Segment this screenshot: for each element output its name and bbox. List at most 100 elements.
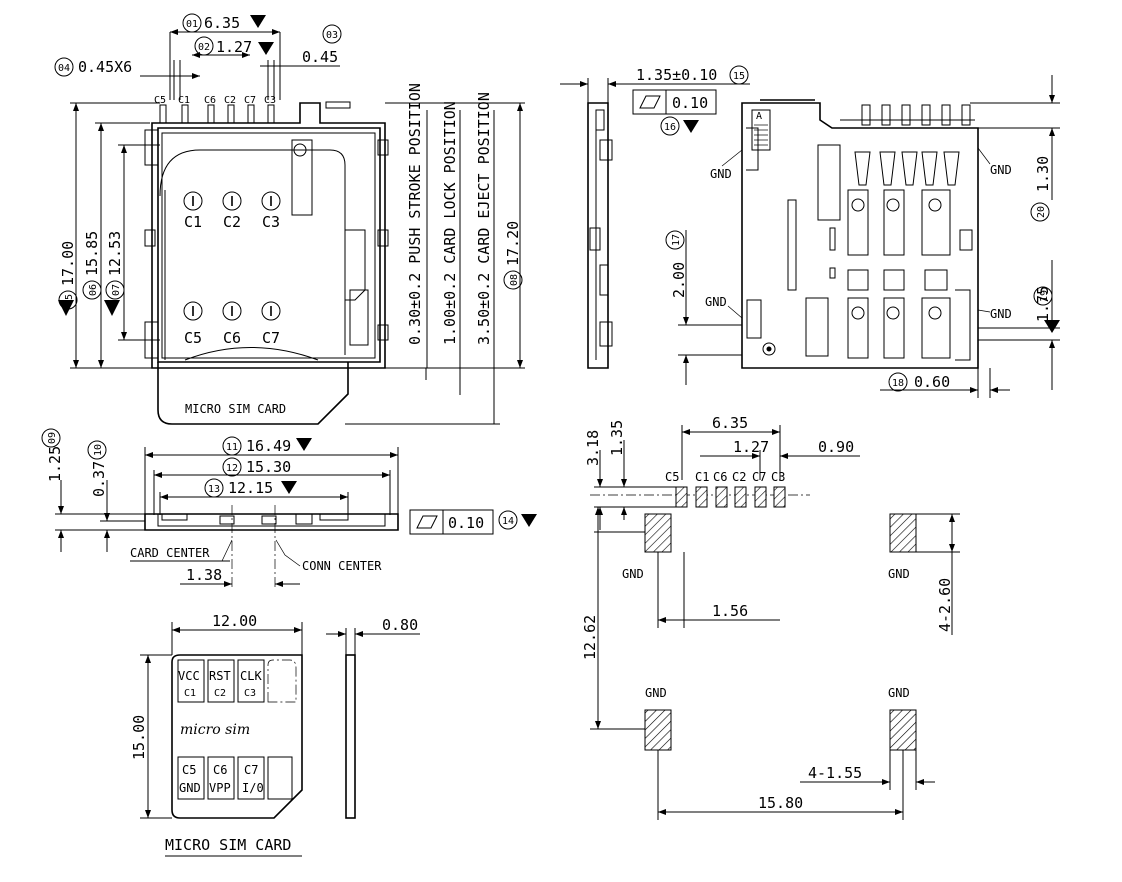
svg-text:C7: C7 (244, 95, 256, 106)
dim-04: 0.45X6 (78, 58, 132, 76)
gnd-label: GND (710, 167, 732, 181)
svg-text:C2: C2 (214, 688, 226, 699)
svg-text:C1: C1 (695, 470, 709, 484)
fp-dim-156: 1.56 (712, 602, 748, 620)
gnd-pad (889, 513, 917, 553)
svg-text:C7: C7 (244, 763, 258, 777)
gnd-pad (889, 709, 917, 751)
svg-text:12: 12 (226, 463, 238, 474)
gnd-label: GND (645, 686, 667, 700)
top-contacts: C1 C2 C3 (183, 191, 281, 231)
gnd-pad (644, 709, 672, 751)
fp-signal-pads (675, 486, 786, 508)
card-height: 15.00 (130, 715, 148, 760)
right-view: A GND GND (665, 75, 1060, 398)
svg-text:C5: C5 (182, 763, 196, 777)
gnd-label: GND (888, 686, 910, 700)
front-body (144, 513, 399, 531)
svg-text:17: 17 (671, 234, 682, 246)
dim-03: 0.45 (302, 48, 338, 66)
dim-19: 1.75 (1034, 286, 1052, 322)
card-width: 12.00 (212, 612, 257, 630)
svg-text:C1: C1 (178, 95, 190, 106)
gnd-pad (644, 513, 672, 553)
svg-text:C6: C6 (204, 95, 216, 106)
svg-text:15: 15 (733, 71, 745, 82)
card-thickness: 0.80 (382, 616, 418, 634)
fp-dim-1262: 12.62 (581, 615, 599, 660)
svg-text:C5: C5 (184, 329, 202, 347)
pcb-footprint: 6.35 1.27 0.90 C5 C1 C6 C2 C7 C3 3 (581, 414, 960, 820)
dim-02: 1.27 (216, 38, 252, 56)
svg-text:C3: C3 (771, 470, 785, 484)
flatness-icon (416, 515, 438, 529)
svg-text:08: 08 (509, 274, 520, 286)
dim-18: 0.60 (914, 373, 950, 391)
dim-17: 2.00 (670, 262, 688, 298)
balloon-03 (322, 24, 342, 44)
card-thickness-view (345, 654, 356, 819)
side-body (587, 102, 609, 369)
card-eject-position: 3.50±0.2 CARD EJECT POSITION (475, 92, 493, 345)
fp-dim-635: 6.35 (712, 414, 748, 432)
svg-text:GND: GND (179, 781, 201, 795)
gnd-label: GND (990, 307, 1012, 321)
sim-top-contacts: VCC C1 RST C2 CLK C3 (178, 669, 262, 699)
svg-text:C6: C6 (713, 470, 727, 484)
svg-text:C6: C6 (223, 329, 241, 347)
connector-body (151, 102, 386, 369)
sim-caption: MICRO SIM CARD (165, 836, 291, 854)
gnd-label: GND (888, 567, 910, 581)
svg-text:13: 13 (208, 484, 220, 495)
svg-text:C2: C2 (224, 95, 236, 106)
front-flatness: 0.10 (448, 514, 484, 532)
svg-text:C3: C3 (262, 213, 280, 231)
fp-pin-labels: C5 C1 C6 C2 C7 C3 (665, 470, 785, 484)
svg-text:20: 20 (1036, 206, 1047, 218)
svg-text:10: 10 (93, 444, 104, 456)
micro-sim-outline (157, 362, 349, 425)
svg-text:C7: C7 (752, 470, 766, 484)
card-lock-position: 1.00±0.2 CARD LOCK POSITION (441, 101, 459, 345)
svg-text:C2: C2 (223, 213, 241, 231)
svg-text:C1: C1 (184, 688, 196, 699)
svg-text:C1: C1 (184, 213, 202, 231)
dim-08: 17.20 (504, 221, 522, 266)
balloon-04 (54, 57, 74, 77)
svg-text:RST: RST (209, 669, 231, 683)
gnd-label: GND (622, 567, 644, 581)
fp-dim-260: 4-2.60 (936, 578, 954, 632)
svg-text:11: 11 (226, 442, 238, 453)
svg-text:C6: C6 (213, 763, 227, 777)
svg-text:19: 19 (1039, 290, 1050, 302)
dim-13: 12.15 (228, 479, 273, 497)
dim-138: 1.38 (186, 566, 222, 584)
svg-text:C5: C5 (154, 95, 166, 106)
fp-dim-1580: 15.80 (758, 794, 803, 812)
critical-dim-icon (250, 15, 266, 28)
balloon-01 (182, 13, 202, 33)
sim-brand: micro sim (180, 722, 250, 738)
dim-11: 16.49 (246, 437, 291, 455)
svg-text:18: 18 (892, 378, 904, 389)
dim-07: 12.53 (106, 231, 124, 276)
fp-dim-090: 0.90 (818, 438, 854, 456)
top-pin-labels: C5 C1 C6 C2 C7 C3 (154, 95, 276, 106)
svg-text:03: 03 (326, 30, 338, 41)
fp-dim-135: 1.35 (608, 420, 626, 456)
fp-dim-127: 1.27 (733, 438, 769, 456)
svg-text:C3: C3 (244, 688, 256, 699)
fp-dim-155: 4-1.55 (808, 764, 862, 782)
svg-text:16: 16 (664, 122, 676, 133)
sim-bottom-contacts: C5 GND C6 VPP C7 I/0 (179, 763, 264, 795)
svg-text:VPP: VPP (209, 781, 231, 795)
svg-text:I/0: I/0 (242, 781, 264, 795)
dim-01: 6.35 (204, 14, 240, 32)
dim-12: 15.30 (246, 458, 291, 476)
flatness-icon (639, 95, 661, 109)
card-label: MICRO SIM CARD (185, 402, 286, 416)
micro-sim-card (171, 654, 303, 819)
front-view: 11 16.49 12 15.30 13 12.15 (41, 428, 537, 590)
side-thickness: 1.35±0.10 (636, 66, 717, 84)
balloon-02 (194, 36, 214, 56)
